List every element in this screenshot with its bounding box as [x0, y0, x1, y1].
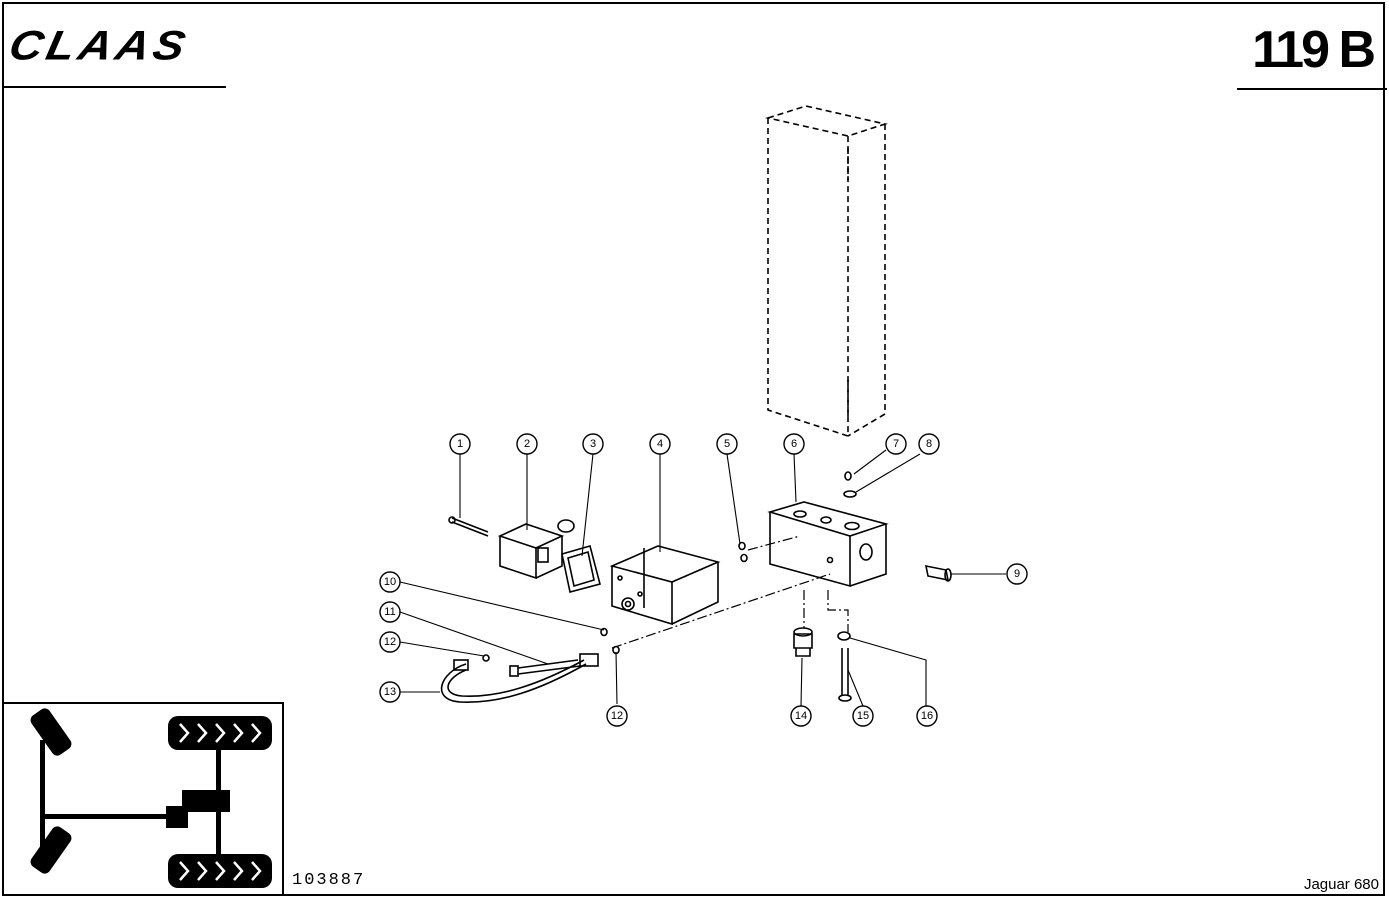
model-name: Jaguar 680: [1303, 876, 1379, 893]
fitting-14: [793, 627, 813, 657]
o-ring-7: [844, 471, 852, 481]
valve-block: [767, 501, 889, 588]
callout-2: 2: [516, 433, 538, 455]
pipe-13: [440, 653, 599, 703]
callout-7: 7: [885, 433, 907, 455]
washer-16: [837, 631, 851, 641]
solenoid-body: [609, 545, 721, 626]
washer-10: [600, 627, 608, 637]
left-axle: [40, 740, 45, 850]
callout-14: 14: [790, 705, 812, 727]
svg-text:1: 1: [457, 438, 463, 450]
svg-text:12: 12: [611, 710, 623, 722]
phantom-housing: [764, 105, 889, 438]
svg-text:16: 16: [921, 710, 933, 722]
callout-4: 4: [649, 433, 671, 455]
svg-text:7: 7: [893, 438, 899, 450]
front-right-wheel: [168, 716, 272, 750]
o-ring-5a: [738, 541, 746, 551]
rear-left-wheel: [30, 826, 72, 874]
hydraulic-unit: [166, 806, 188, 828]
gasket: [561, 545, 601, 593]
svg-text:15: 15: [857, 710, 869, 722]
front-left-wheel: [30, 708, 72, 756]
locator-inset-drawing: [30, 708, 272, 888]
plug-connector: [497, 519, 575, 580]
callout-6: 6: [783, 433, 805, 455]
callouts: 1 2 3 4 5 6 7 8 9 10 11 12 12 13 14 15 1…: [379, 433, 1028, 727]
drive-shaft: [44, 814, 166, 819]
svg-text:13: 13: [384, 686, 396, 698]
svg-text:14: 14: [795, 710, 807, 722]
washer-12a: [482, 654, 490, 662]
callout-16: 16: [916, 705, 938, 727]
o-ring-5b: [740, 553, 748, 563]
svg-text:8: 8: [926, 438, 932, 450]
callout-10: 10: [379, 571, 401, 593]
svg-text:3: 3: [590, 438, 596, 450]
callout-3: 3: [582, 433, 604, 455]
svg-text:10: 10: [384, 576, 396, 588]
callout-15: 15: [852, 705, 874, 727]
leader-lines: [399, 449, 1006, 707]
callout-11: 11: [379, 601, 401, 623]
page-number-underline: [1237, 88, 1387, 90]
washer-8: [843, 490, 857, 498]
svg-text:2: 2: [524, 438, 530, 450]
callout-12a: 12: [379, 631, 401, 653]
callout-13: 13: [379, 681, 401, 703]
rear-right-wheel: [168, 854, 272, 888]
page-number: 119 B: [1252, 21, 1376, 79]
svg-text:6: 6: [791, 438, 797, 450]
assembly-axes: [611, 535, 849, 649]
callout-12b: 12: [606, 705, 628, 727]
svg-text:12: 12: [384, 636, 396, 648]
callout-5: 5: [716, 433, 738, 455]
svg-text:4: 4: [657, 438, 663, 450]
gearbox: [182, 790, 230, 812]
callout-8: 8: [918, 433, 940, 455]
svg-text:5: 5: [724, 438, 730, 450]
bolt-15: [838, 648, 852, 702]
screw-1: [448, 516, 489, 537]
machine-locator-inset: [2, 702, 284, 896]
svg-text:11: 11: [384, 606, 395, 618]
logo-underline: [2, 86, 226, 88]
svg-text:9: 9: [1014, 568, 1020, 580]
callout-9: 9: [1006, 563, 1028, 585]
figure-number: 103887: [292, 871, 366, 890]
fitting-9: [924, 564, 952, 582]
callout-1: 1: [449, 433, 471, 455]
